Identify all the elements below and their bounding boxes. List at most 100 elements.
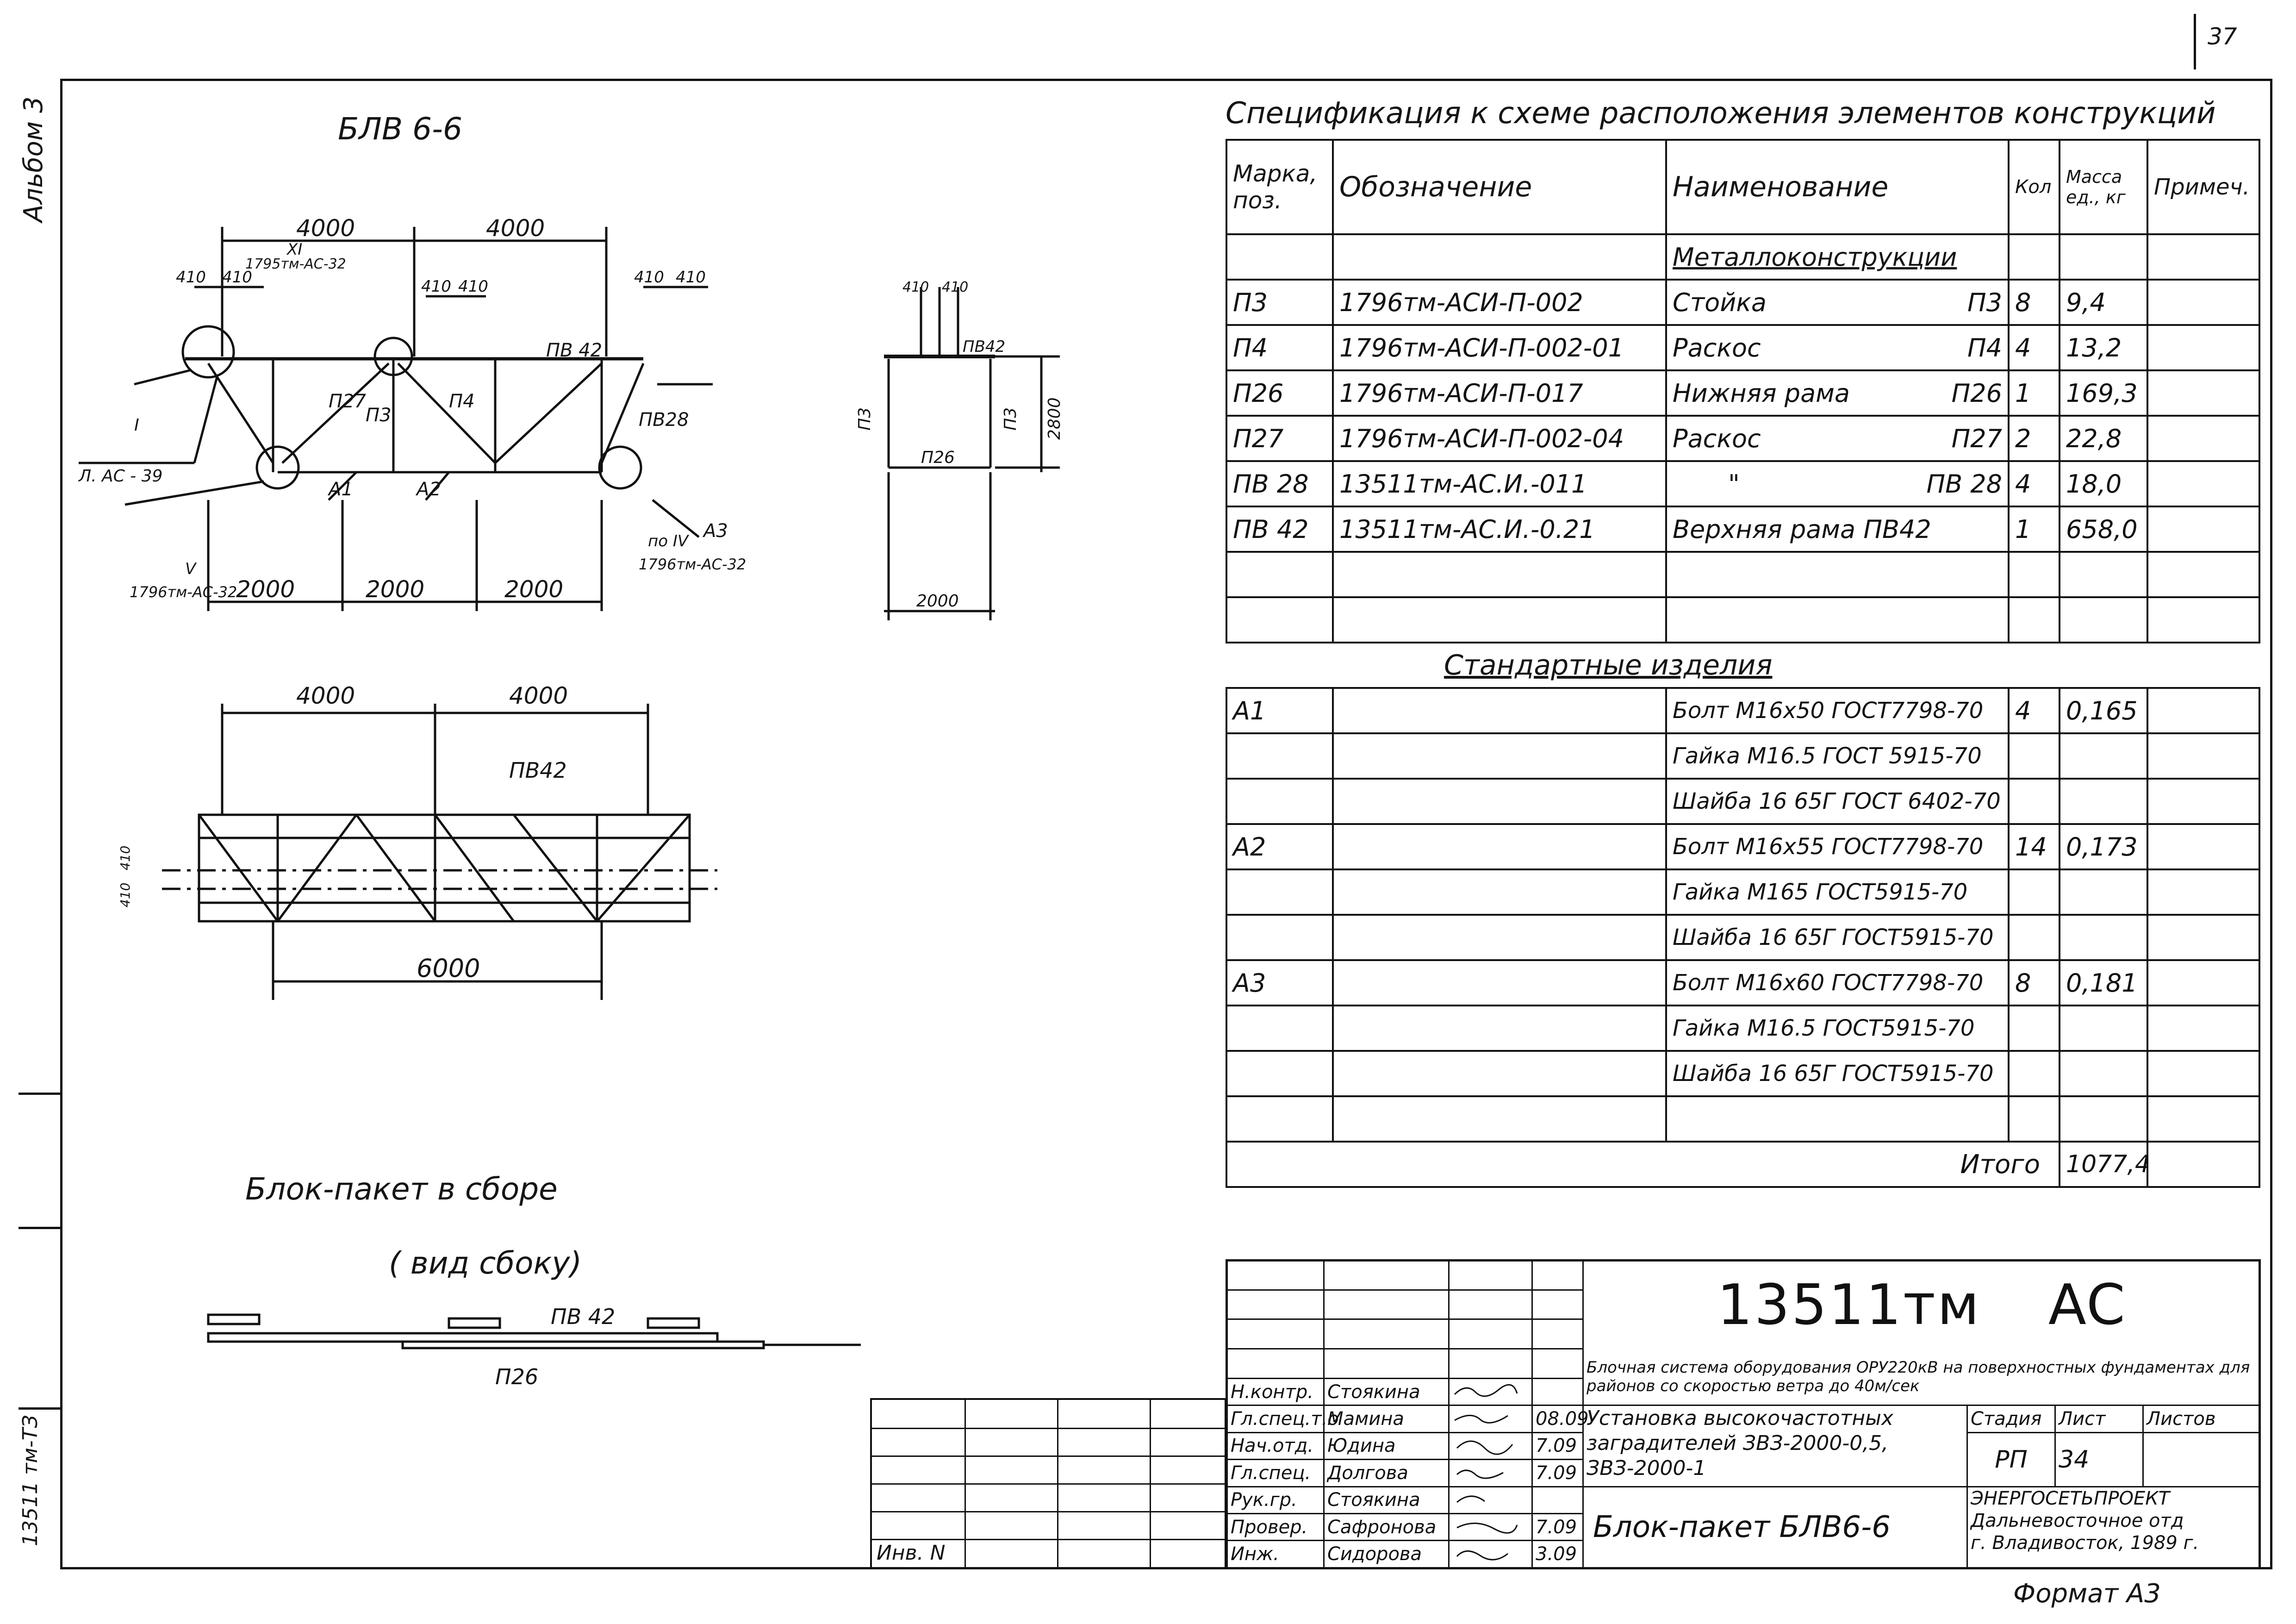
row-mass: 0,165 (2059, 687, 2148, 734)
person-name: Сидорова (1323, 1540, 1450, 1569)
project-desc: Блочная система оборудования ОРУ220кВ на… (1582, 1349, 2260, 1406)
ref-d: 1796тм-АС-32 (639, 556, 746, 573)
plan-dim-bottom: 6000 (417, 954, 480, 983)
row-mark: ПВ 42 (1226, 506, 1334, 553)
title-block: 13511тм АС Блочная система оборудования … (1226, 1259, 2261, 1569)
plan-dim-top-2: 4000 (509, 682, 568, 709)
dim-bottom-1: 2000 (236, 576, 295, 603)
side-label-top: ПВ42 (963, 337, 1005, 356)
spec-title: Спецификация к схеме расположения элемен… (1226, 96, 2216, 131)
doc-code-cell: 13511тм АС (1582, 1259, 2260, 1349)
row-mark: П27 (1226, 415, 1334, 462)
mark-p3: П3 (366, 405, 392, 426)
sheet-title: Блок-пакет БЛВ6-6 (1582, 1486, 1968, 1569)
total-value: 1077,4 (2059, 1141, 2150, 1188)
row-designation: 1796тм-АСИ-П-002-01 (1332, 324, 1667, 371)
side-view-drawing: 410 410 ПВ42 П26 П3 П3 2800 2000 (855, 279, 1064, 620)
side-dim-small-1: 410 (902, 279, 929, 295)
assembly-drawing: ПВ 42 П26 (207, 1304, 861, 1389)
row-qty: 4 (2008, 460, 2060, 507)
row-qty: 8 (2008, 959, 2060, 1006)
table-row: Гайка М165 ГОСТ5915-70 (1226, 868, 2260, 916)
row-designation: 1796тм-АСИ-П-002 (1332, 279, 1667, 326)
dim-top-1: 4000 (296, 215, 355, 242)
row-mass: 658,0 (2059, 506, 2148, 553)
row-mark: П26 (1226, 369, 1334, 417)
table-row: П3 1796тм-АСИ-П-002 Стойка П3 8 9,4 (1226, 279, 2260, 326)
person-date: 7.09 (1531, 1459, 1584, 1487)
row-qty: 14 (2008, 823, 2060, 870)
person-name: Стоякина (1323, 1377, 1450, 1406)
mark-p4: П4 (449, 391, 475, 412)
assembly-title: Блок-пакет в сборе (245, 1171, 558, 1207)
truss-elevation-drawing: 4000 4000 410 410 410 410 410 410 1795тм… (78, 215, 746, 611)
side-label-left: П3 (855, 407, 874, 431)
signature (1448, 1513, 1533, 1542)
dim-bottom-3: 2000 (504, 576, 563, 603)
person-role: Рук.гр. (1226, 1486, 1325, 1515)
person-name: Стоякина (1323, 1486, 1450, 1515)
dim-small-6: 410 (676, 268, 706, 287)
inv-label: Инв. N (877, 1541, 946, 1565)
plan-dim-top-1: 4000 (296, 682, 355, 709)
table-row: П27 1796тм-АСИ-П-002-04 Раскос П27 2 22,… (1226, 415, 2260, 462)
signature (1448, 1459, 1533, 1487)
mark-pb28: ПВ28 (639, 409, 689, 431)
dim-small-3: 410 (421, 277, 451, 296)
mark-p27: П27 (329, 391, 367, 412)
mark-a2: А2 (415, 479, 441, 500)
row-mark: ПВ 28 (1226, 460, 1334, 507)
row-name: Гайка М16.5 ГОСТ5915-70 (1665, 1005, 2010, 1052)
row-qty: 2 (2008, 415, 2060, 462)
row-name: Болт М16х50 ГОСТ7798-70 (1665, 687, 2010, 734)
plan-dim-left-2: 410 (118, 883, 133, 907)
row-mass: 0,181 (2059, 959, 2148, 1006)
ref-b: Л. АС - 39 (78, 467, 162, 486)
table-row: Шайба 16 65Г ГОСТ 6402-70 (1226, 778, 2260, 825)
row-name: Нижняя рама П26 (1665, 369, 2010, 417)
mark-pb42: ПВ 42 (546, 340, 602, 361)
row-name: Раскос П27 (1665, 415, 2010, 462)
person-name: Юдина (1323, 1431, 1450, 1461)
side-label-right: П3 (1001, 407, 1020, 431)
row-mass: 13,2 (2059, 324, 2148, 371)
side-label-bottom: П26 (921, 448, 955, 467)
hdr-name: Наименование (1665, 139, 2010, 235)
person-date (1531, 1377, 1584, 1406)
row-designation: 1796тм-АСИ-П-002-04 (1332, 415, 1667, 462)
hdr-qty: Кол (2008, 139, 2060, 235)
row-mark: А2 (1226, 823, 1334, 870)
row-designation: 13511тм-АС.И.-0.21 (1332, 506, 1667, 553)
person-date: 08.09 (1531, 1405, 1589, 1433)
margin-tick (19, 1227, 60, 1229)
row-mark: А1 (1226, 687, 1334, 734)
table-row: ПВ 42 13511тм-АС.И.-0.21 Верхняя рама ПВ… (1226, 506, 2260, 553)
row-mass: 22,8 (2059, 415, 2148, 462)
ref-a: 1795тм-АС-32 (245, 256, 346, 272)
person-date: 7.09 (1531, 1513, 1584, 1542)
signature (1448, 1486, 1533, 1515)
assembly-label-bottom: П26 (495, 1364, 538, 1389)
row-name: Болт М16х60 ГОСТ7798-70 (1665, 959, 2010, 1006)
sheet-value: 34 (2054, 1431, 2144, 1487)
page-number: 37 (2208, 23, 2237, 50)
ref-c: 1796тм-АС-32 (130, 583, 237, 601)
stage-value: РП (1966, 1431, 2056, 1487)
person-date (1531, 1486, 1584, 1515)
node-iv: по IV (648, 532, 690, 550)
row-qty: 8 (2008, 279, 2060, 326)
mark-a3: А3 (702, 520, 728, 542)
signature (1448, 1377, 1533, 1406)
row-name: Гайка М16.5 ГОСТ 5915-70 (1665, 732, 2010, 780)
plan-view-drawing: 4000 4000 ПВ42 410 410 6000 (118, 682, 717, 1000)
row-designation: 1796тм-АСИ-П-017 (1332, 369, 1667, 417)
row-name: Шайба 16 65Г ГОСТ5915-70 (1665, 1050, 2010, 1097)
table-row: Гайка М16.5 ГОСТ5915-70 (1226, 1005, 2260, 1052)
row-mark: П3 (1226, 279, 1334, 326)
table-row: Шайба 16 65Г ГОСТ5915-70 (1226, 914, 2260, 961)
person-role: Инж. (1226, 1540, 1325, 1569)
person-name: Сафронова (1323, 1513, 1450, 1542)
assembly-label-top: ПВ 42 (551, 1304, 615, 1329)
org-name: ЭНЕРГОСЕТЬПРОЕКТ (1971, 1487, 2170, 1509)
row-qty: 4 (2008, 687, 2060, 734)
